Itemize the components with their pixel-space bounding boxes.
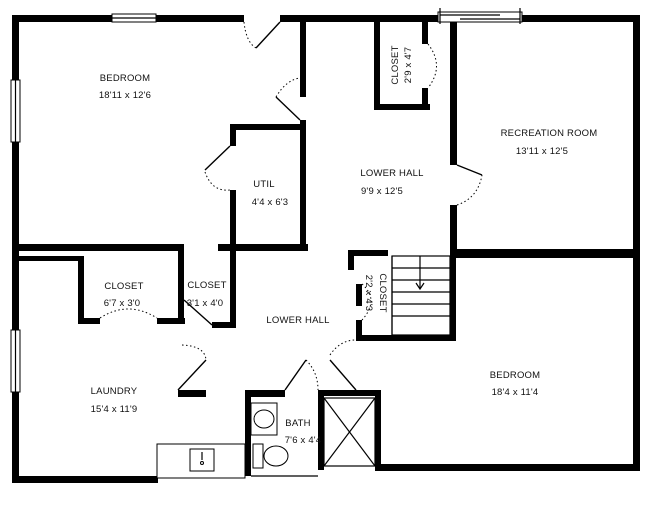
label-laundry-name: LAUNDRY [91,386,138,397]
label-bedroom-2-dims: 18'4 x 11'4 [492,387,539,398]
windows [10,8,523,393]
label-closet-left-name: CLOSET [104,281,143,292]
label-bath-name: BATH [285,418,310,429]
label-bedroom-1-name: BEDROOM [100,73,151,84]
label-lower-hall-2-name: LOWER HALL [266,315,329,326]
label-bedroom-1-dims: 18'11 x 12'6 [99,90,151,101]
label-util-name: UTIL [253,179,274,190]
label-closet-stair-name: CLOSET [377,273,388,312]
bath-sink [253,409,275,429]
label-lower-hall-1-dims: 9'9 x 12'5 [361,186,403,197]
staircase [391,255,451,336]
toilet-tank [252,443,264,469]
label-recreation-room-name: RECREATION ROOM [501,128,598,139]
label-bedroom-2-name: BEDROOM [490,370,541,381]
label-lower-hall-1-name: LOWER HALL [360,168,423,179]
label-closet-stair-dims: 2'2 x 4'3 [363,275,374,312]
label-closet-left-dims: 6'7 x 3'0 [104,298,141,309]
label-laundry-dims: 15'4 x 11'9 [91,404,138,415]
walls [12,15,640,483]
label-closet-mid-name: CLOSET [187,280,226,291]
shower [323,397,376,467]
label-closet-top-dims: 2'9 x 4'7 [403,47,414,84]
room-labels: BEDROOM 18'11 x 12'6 CLOSET 2'9 x 4'7 RE… [91,45,598,446]
label-closet-mid-dims: 3'1 x 4'0 [187,298,224,309]
label-recreation-room-dims: 13'11 x 12'5 [516,146,568,157]
fixtures [156,397,376,479]
doors [99,21,483,391]
label-bath-dims: 7'6 x 4'4 [285,435,322,446]
label-closet-top-name: CLOSET [390,45,401,84]
toilet-bowl [263,445,289,467]
label-util-dims: 4'4 x 6'3 [252,197,289,208]
